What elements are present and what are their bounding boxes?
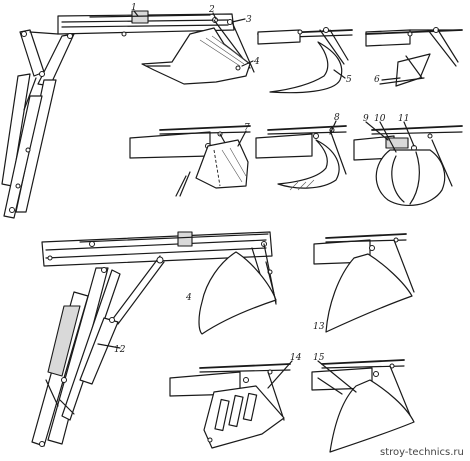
label-13: 13 bbox=[313, 322, 325, 332]
lower-boom-assembly bbox=[31, 231, 273, 447]
bucket-type-9-11 bbox=[353, 125, 463, 207]
label-4-lower: 4 bbox=[185, 293, 192, 303]
bucket-type-5 bbox=[257, 27, 353, 94]
bucket-type-8 bbox=[255, 125, 347, 191]
bucket-type-4-lower bbox=[198, 243, 277, 335]
label-10: 10 bbox=[374, 114, 386, 124]
label-14: 14 bbox=[290, 353, 302, 363]
bucket-type-6 bbox=[365, 27, 463, 87]
leader-lines bbox=[97, 10, 415, 393]
label-4-upper: 4 bbox=[253, 57, 260, 67]
label-7: 7 bbox=[244, 123, 250, 133]
bucket-type-14 bbox=[169, 363, 291, 449]
label-3: 3 bbox=[246, 15, 252, 25]
label-6: 6 bbox=[374, 75, 380, 85]
bucket-type-13 bbox=[313, 233, 415, 333]
label-5: 5 bbox=[346, 75, 352, 85]
part-labels: 1 2 3 4 5 6 7 8 9 10 11 4 12 13 14 15 bbox=[114, 3, 409, 363]
bucket-type-15 bbox=[311, 359, 415, 453]
label-9: 9 bbox=[363, 114, 369, 124]
label-12: 12 bbox=[114, 345, 126, 355]
bucket-type-4-upper bbox=[141, 19, 255, 85]
label-1: 1 bbox=[131, 3, 137, 13]
label-2: 2 bbox=[208, 5, 215, 15]
label-11: 11 bbox=[398, 114, 409, 124]
watermark: stroy-technics.ru bbox=[380, 447, 464, 458]
label-15: 15 bbox=[313, 353, 325, 363]
bucket-type-7 bbox=[129, 125, 251, 197]
label-8: 8 bbox=[334, 113, 340, 123]
